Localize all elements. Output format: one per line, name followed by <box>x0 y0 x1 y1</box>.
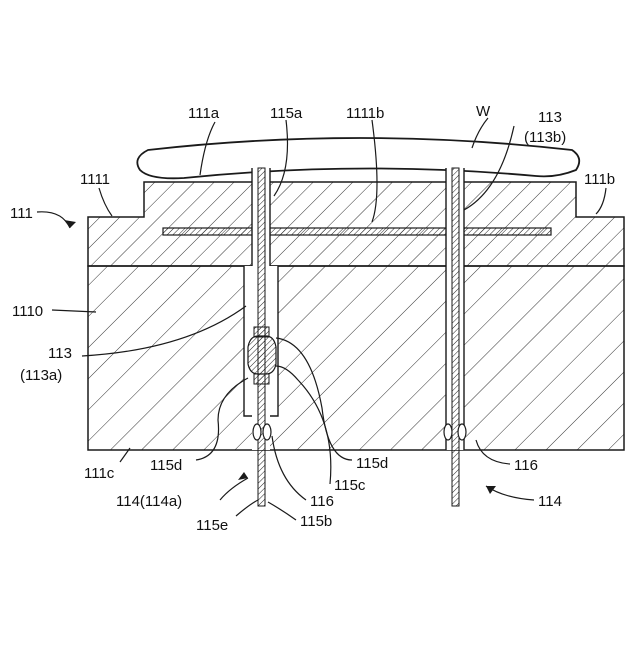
label-114a: 114(114a) <box>116 493 182 510</box>
label-w: W <box>476 103 491 120</box>
label-116-right: 116 <box>514 457 538 474</box>
label-116-center: 116 <box>310 493 334 510</box>
label-1111b: 1111b <box>346 105 384 122</box>
wafer-w <box>137 138 579 178</box>
label-115b: 115b <box>300 513 332 530</box>
label-111a: 111a <box>188 105 220 122</box>
upper-plate-1111 <box>88 182 624 266</box>
label-1111: 1111 <box>80 171 110 188</box>
label-111: 111 <box>10 205 33 222</box>
label-113b: (113b) <box>524 129 566 146</box>
label-113a: (113a) <box>20 367 62 384</box>
label-1110: 1110 <box>12 303 43 320</box>
right-through-hole <box>446 168 464 506</box>
electrode-plate-1111b <box>163 228 551 235</box>
label-111c: 111c <box>84 465 115 482</box>
label-113-top: 113 <box>538 109 562 126</box>
label-113-left: 113 <box>48 345 72 362</box>
label-114: 114 <box>538 493 562 510</box>
label-115c: 115c <box>334 477 366 494</box>
lower-body-1110 <box>88 266 624 450</box>
label-115a: 115a <box>270 105 303 122</box>
label-115d-right: 115d <box>356 455 388 472</box>
label-111b: 111b <box>584 171 615 188</box>
label-115e: 115e <box>196 517 228 534</box>
label-115d-left: 115d <box>150 457 182 474</box>
